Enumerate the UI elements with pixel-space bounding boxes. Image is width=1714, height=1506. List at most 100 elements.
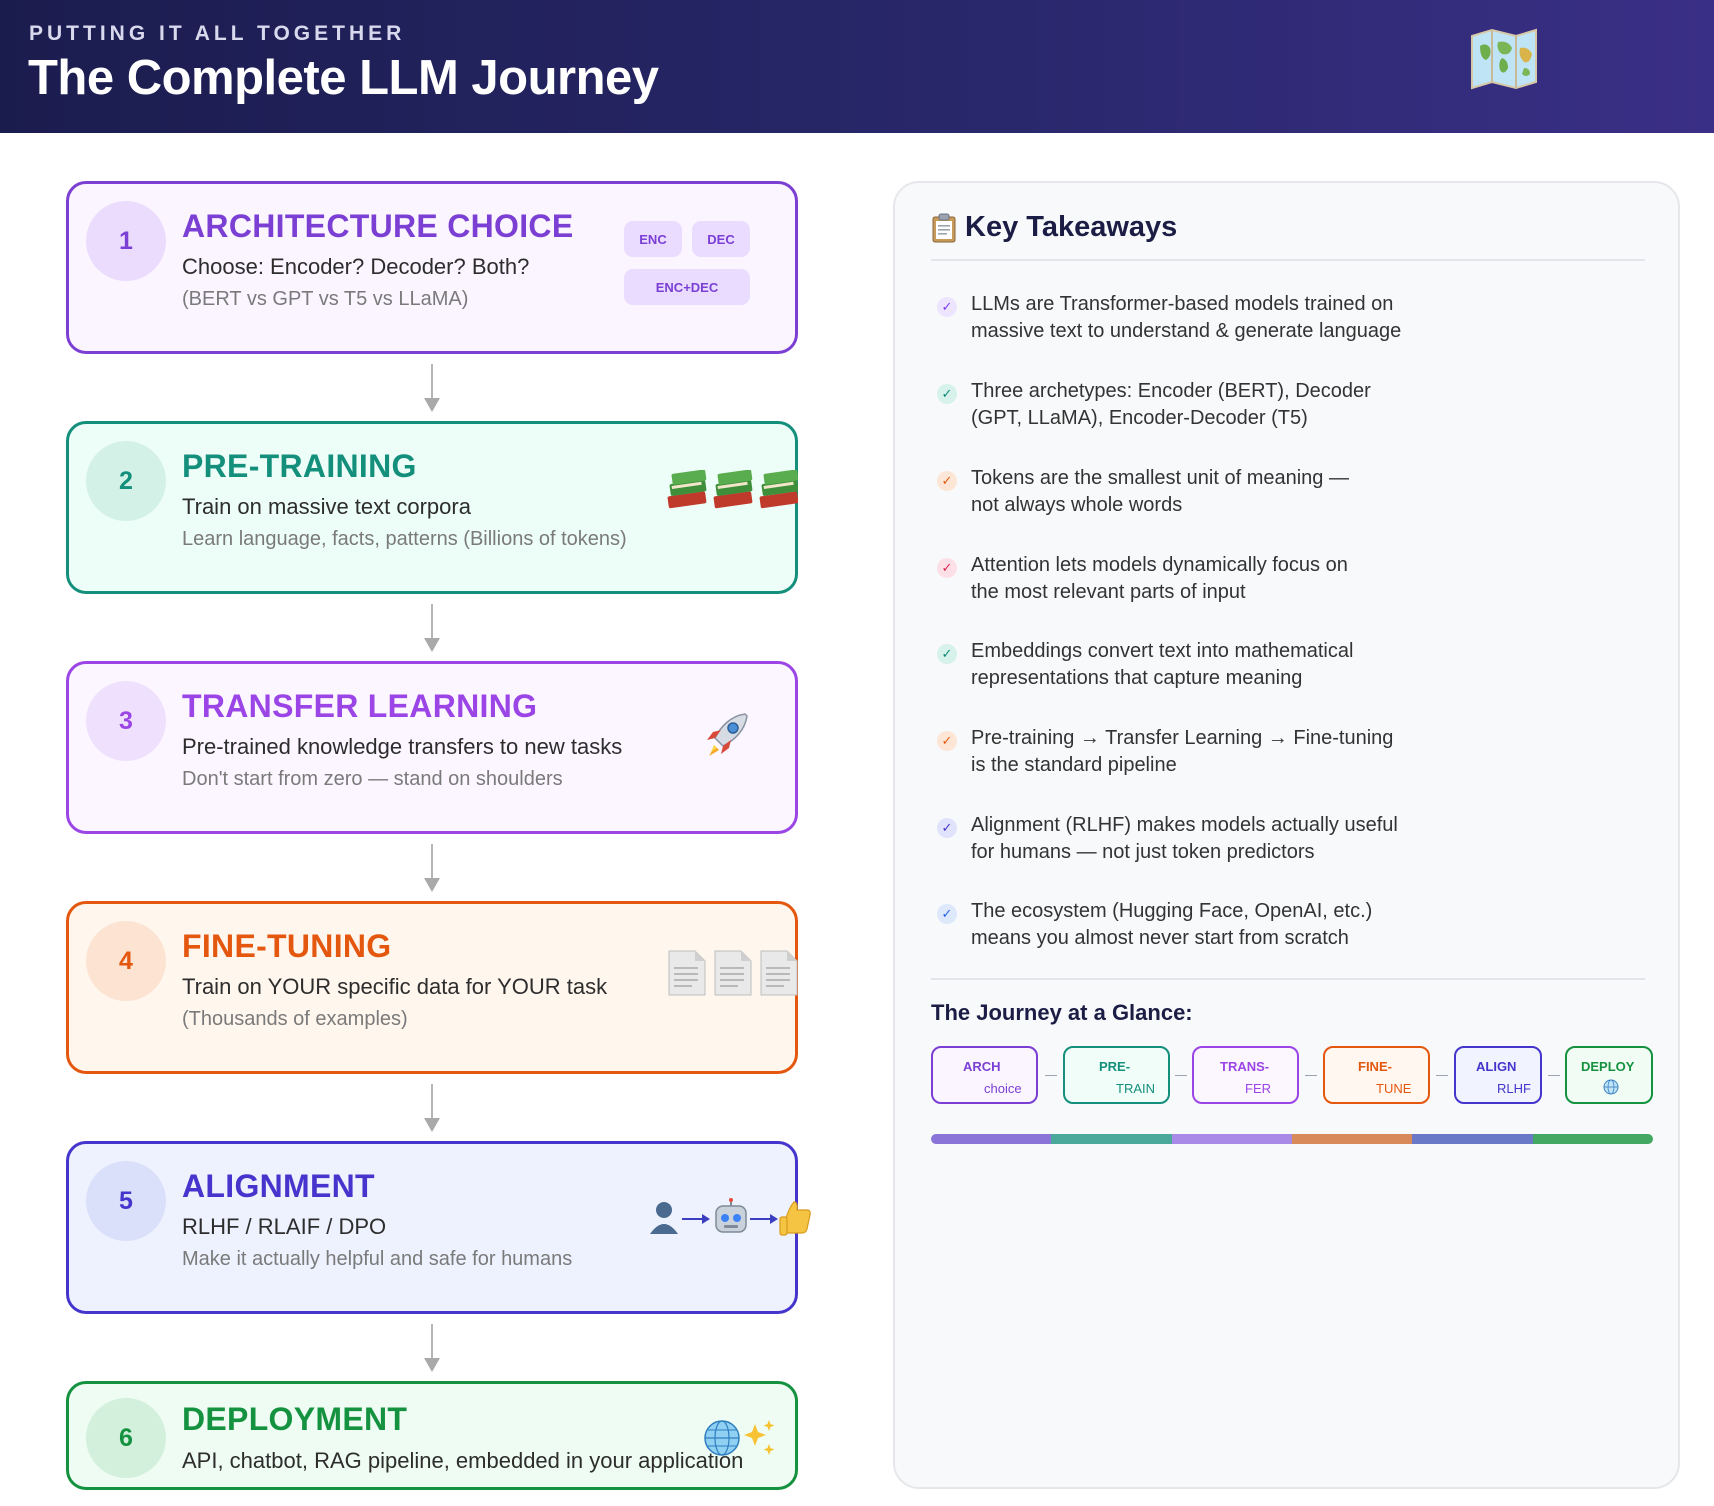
takeaway-text-line: for humans — not just token predictors [971,841,1315,863]
glance-stage-label: FINE- [1358,1059,1392,1074]
step-description: Train on YOUR specific data for YOUR tas… [182,974,608,999]
glance-connector [1547,1075,1560,1076]
journey-progress-segment [1051,1134,1173,1144]
globe-sparkles-icon [704,1420,775,1456]
glance-stage-sublabel: TUNE [1376,1081,1412,1096]
flow-arrow [424,364,440,414]
check-icon: ✓ [937,471,957,491]
takeaway-text-line: Three archetypes: Encoder (BERT), Decode… [971,380,1371,402]
glance-title: The Journey at a Glance: [931,1000,1193,1025]
journey-progress-segment [1292,1134,1413,1144]
step-architecture-choice: 1 ARCHITECTURE CHOICE Choose: Encoder? D… [66,181,798,354]
header-eyebrow: PUTTING IT ALL TOGETHER [29,22,406,45]
step-description: Choose: Encoder? Decoder? Both? [182,254,530,279]
takeaway-text-line: Tokens are the smallest unit of meaning … [971,467,1349,489]
step-description: RLHF / RLAIF / DPO [182,1214,387,1239]
step-note: Don't start from zero — stand on shoulde… [182,768,563,790]
step-number: 4 [86,921,166,1001]
flow-arrow [424,844,440,894]
step-alignment: 5 ALIGNMENT RLHF / RLAIF / DPO Make it a… [66,1141,811,1314]
map-icon [1471,28,1537,90]
glance-stage-label: ARCH [963,1059,1001,1074]
step-number: 6 [86,1398,166,1478]
check-icon: ✓ [937,731,957,751]
document-icon [668,950,798,996]
glance-stage-label: PRE- [1099,1059,1131,1074]
step-description: API, chatbot, RAG pipeline, embedded in … [182,1448,744,1473]
step-note: Learn language, facts, patterns (Billion… [182,528,627,550]
glance-connector [1044,1075,1057,1076]
step-note: Make it actually helpful and safe for hu… [182,1248,573,1270]
step-description: Pre-trained knowledge transfers to new t… [182,734,623,759]
takeaway-text-line: Attention lets models dynamically focus … [971,554,1348,576]
glance-stage: ALIGN RLHF [1454,1046,1542,1104]
glance-stage-label: TRANS- [1220,1059,1270,1074]
glance-connector [1175,1075,1187,1076]
step-note: (Thousands of examples) [182,1008,408,1030]
step-number: 5 [86,1161,166,1241]
step-title: TRANSFER LEARNING [182,688,538,724]
step-title: DEPLOYMENT [182,1401,408,1437]
glance-connector [1436,1075,1448,1076]
takeaway-text-line: means you almost never start from scratc… [971,927,1349,949]
clipboard-icon [932,213,956,242]
journey-progress-segment [1171,1134,1293,1144]
check-icon: ✓ [937,384,957,404]
step-transfer-learning: 3 TRANSFER LEARNING Pre-trained knowledg… [66,661,798,834]
key-takeaways-panel: Key Takeaways ✓ LLMs are Transformer-base… [893,181,1680,1489]
chip-enc-dec: ENC+DEC [624,269,750,305]
step-pre-training: 2 PRE-TRAINING Train on massive text cor… [66,421,798,594]
step-number: 1 [86,201,166,281]
takeaway-text-line: LLMs are Transformer-based models traine… [971,293,1394,315]
step-deployment: 6 DEPLOYMENT API, chatbot, RAG pipeline,… [66,1381,798,1490]
glance-stage: TRANS- FER [1192,1046,1299,1104]
step-number: 2 [86,441,166,521]
human-robot-thumbsup-icon [650,1198,811,1236]
step-title: ARCHITECTURE CHOICE [182,208,574,244]
divider [931,259,1645,261]
journey-progress-segment [1532,1134,1654,1144]
glance-connector [1305,1075,1317,1076]
glance-stage-sublabel: TRAIN [1116,1081,1155,1096]
chip-dec: DEC [692,221,750,257]
glance-stage-sublabel: FER [1245,1081,1271,1096]
check-icon: ✓ [937,818,957,838]
step-note: (BERT vs GPT vs T5 vs LLaMA) [182,288,469,310]
glance-stage: ARCH choice [931,1046,1038,1104]
step-number: 3 [86,681,166,761]
globe-icon [1603,1079,1619,1095]
takeaway-text-line: Embeddings convert text into mathematica… [971,640,1354,662]
takeaway-text-line: representations that capture meaning [971,667,1303,689]
flow-arrow [424,1084,440,1134]
takeaway-text-line: (GPT, LLaMA), Encoder-Decoder (T5) [971,407,1308,429]
header: PUTTING IT ALL TOGETHER The Complete LLM… [0,0,1714,133]
glance-stage-label: ALIGN [1476,1059,1517,1074]
books-icon [667,470,798,509]
step-title: FINE-TUNING [182,928,392,964]
check-icon: ✓ [937,644,957,664]
journey-progress-segment [931,1134,1052,1144]
divider [931,978,1645,980]
glance-stage-label: DEPLOY [1581,1059,1635,1074]
journey-progress-segment [1412,1134,1534,1144]
page-title: The Complete LLM Journey [28,51,659,105]
step-fine-tuning: 4 FINE-TUNING Train on YOUR specific dat… [66,901,798,1074]
check-icon: ✓ [937,297,957,317]
check-icon: ✓ [937,558,957,578]
step-title: ALIGNMENT [182,1168,375,1204]
takeaways-title-text: Key Takeaways [965,211,1178,243]
takeaway-text-line: Pre-training → Transfer Learning → Fine-… [971,727,1394,749]
takeaway-text-line: The ecosystem (Hugging Face, OpenAI, etc… [971,900,1373,922]
glance-stage: FINE- TUNE [1323,1046,1430,1104]
glance-stage: PRE- TRAIN [1063,1046,1170,1104]
glance-stage-sublabel: RLHF [1497,1081,1531,1096]
glance-stage: DEPLOY [1565,1046,1653,1104]
step-description: Train on massive text corpora [182,494,471,519]
takeaway-text-line: is the standard pipeline [971,754,1177,776]
takeaway-text-line: the most relevant parts of input [971,581,1246,603]
takeaway-text-line: not always whole words [971,494,1183,516]
glance-stage-sublabel: choice [984,1081,1022,1096]
rocket-icon [707,713,748,756]
takeaway-text-line: Alignment (RLHF) makes models actually u… [971,814,1398,836]
flow-arrow [424,604,440,654]
